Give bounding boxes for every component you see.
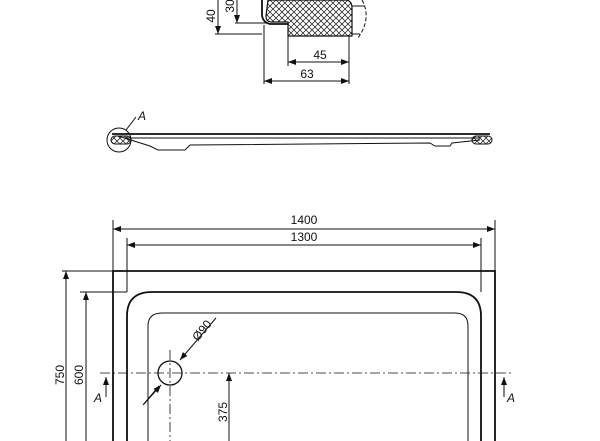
dim-45: 45 xyxy=(313,48,327,62)
dim-375: 375 xyxy=(216,402,230,422)
dim-63: 63 xyxy=(300,67,314,81)
drain-diameter: Ø90 xyxy=(189,317,215,344)
hatched-profile xyxy=(265,0,353,37)
detail-section: 40 30 45 63 xyxy=(204,0,367,84)
section-mark-left: A xyxy=(93,391,102,405)
dim-1300: 1300 xyxy=(291,230,318,244)
plan-view: 1400 1300 750 600 Ø90 375 A A xyxy=(53,213,515,441)
drain-circle xyxy=(157,360,183,386)
dim-750: 750 xyxy=(53,365,67,385)
dim-30: 30 xyxy=(223,0,237,13)
dim-1400: 1400 xyxy=(291,213,318,227)
dim-600: 600 xyxy=(72,365,86,385)
dim-40: 40 xyxy=(204,9,218,23)
section-mark-right: A xyxy=(506,391,515,405)
side-view: A xyxy=(106,109,493,153)
section-label-a: A xyxy=(137,109,146,123)
